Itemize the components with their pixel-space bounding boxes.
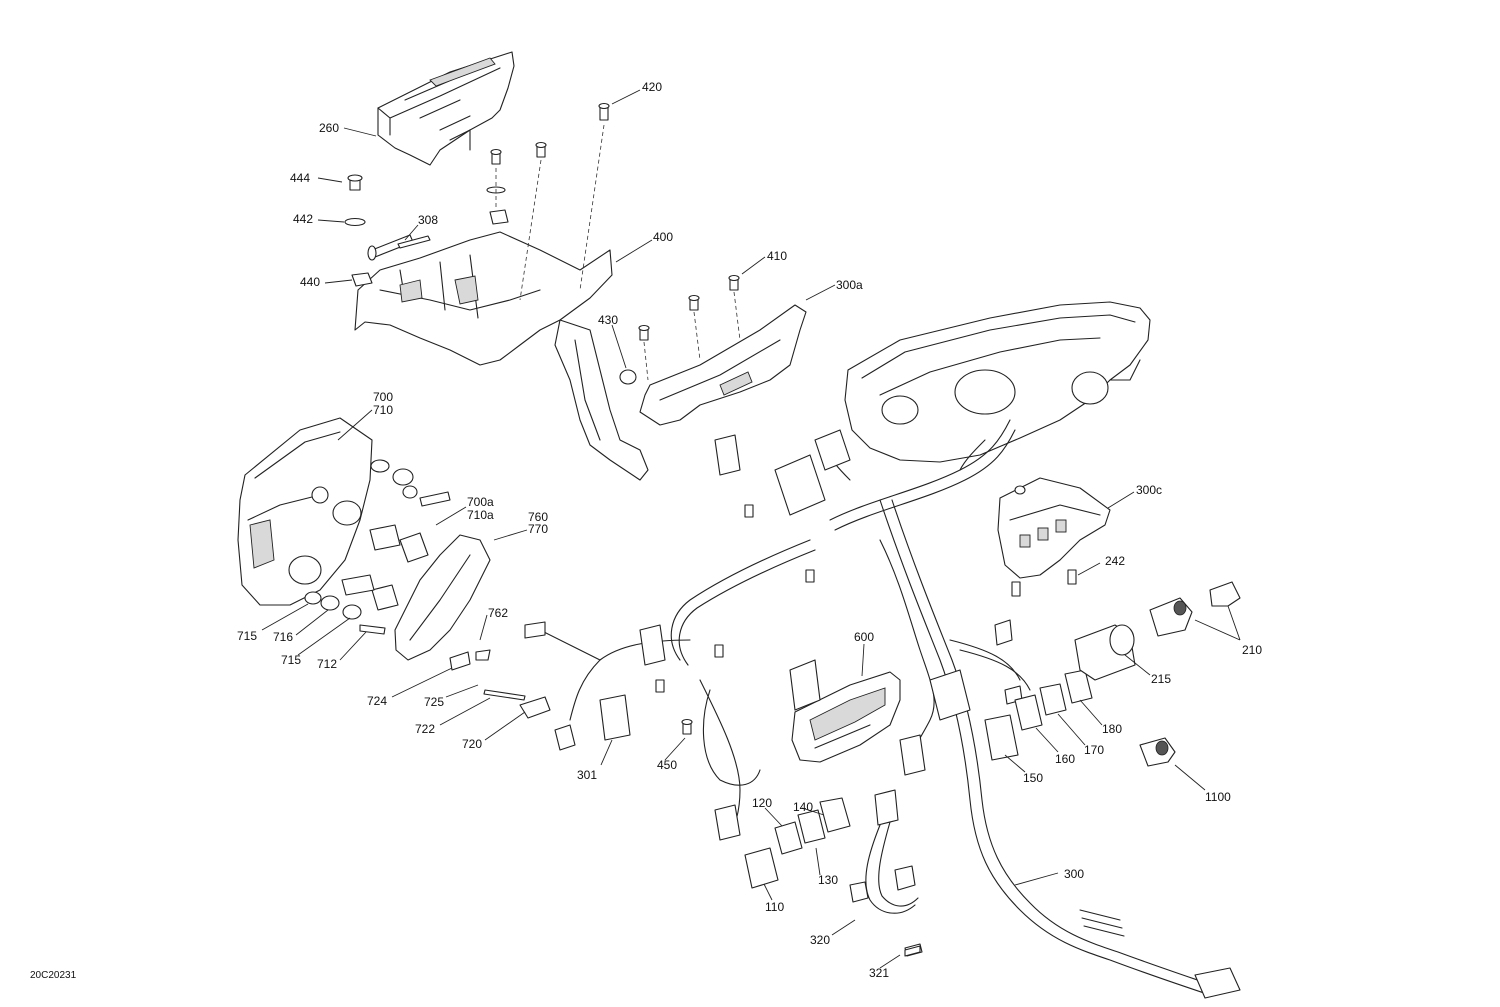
part-400-bracket	[354, 231, 649, 481]
callout-410: 410	[767, 249, 787, 263]
part-300-wiring-harness	[524, 419, 1241, 999]
callout-724: 724	[367, 694, 387, 708]
callout-442: 442	[293, 212, 313, 226]
callout-715-upper: 715	[237, 629, 257, 643]
callout-320: 320	[810, 933, 830, 947]
callout-150: 150	[1023, 771, 1043, 785]
hardware-screws-top	[486, 102, 610, 301]
callout-762: 762	[488, 606, 508, 620]
callout-260: 260	[319, 121, 339, 135]
callout-labels: 420 260 444 442 308 440 400 410 300a 430…	[30, 80, 1262, 981]
callout-715-lower: 715	[281, 653, 301, 667]
callout-420: 420	[642, 80, 662, 94]
callout-722: 722	[415, 722, 435, 736]
callout-130: 130	[818, 873, 838, 887]
part-300a-bracket	[619, 274, 807, 426]
callout-700a: 700a	[467, 495, 494, 509]
callout-400: 400	[653, 230, 673, 244]
callout-760: 760	[528, 510, 548, 524]
parts-210-215-1100	[1074, 581, 1241, 767]
callout-440: 440	[300, 275, 320, 289]
callout-120: 120	[752, 796, 772, 810]
part-frame-top	[844, 301, 1151, 463]
part-700-headlight	[237, 417, 451, 606]
callout-210: 210	[1242, 643, 1262, 657]
callout-215: 215	[1151, 672, 1171, 686]
callout-716: 716	[273, 630, 293, 644]
callout-430: 430	[598, 313, 618, 327]
callout-110: 110	[765, 900, 784, 914]
callout-710: 710	[373, 403, 393, 417]
callout-1100: 1100	[1205, 790, 1231, 804]
callout-300a: 300a	[836, 278, 863, 292]
callout-300c: 300c	[1136, 483, 1162, 497]
callout-700: 700	[373, 390, 393, 404]
connectors-110-180	[714, 669, 1093, 957]
callout-450: 450	[657, 758, 677, 772]
callout-180: 180	[1102, 722, 1122, 736]
callout-160: 160	[1055, 752, 1075, 766]
part-300c-relay-block	[997, 477, 1111, 597]
callout-308: 308	[418, 213, 438, 227]
callout-321: 321	[869, 966, 889, 980]
callout-600: 600	[854, 630, 874, 644]
callout-725: 725	[424, 695, 444, 709]
part-760-bracket	[304, 524, 551, 719]
callout-444: 444	[290, 171, 310, 185]
leader-lines	[261, 89, 1241, 969]
callout-242: 242	[1105, 554, 1125, 568]
callout-720: 720	[462, 737, 482, 751]
figure-code: 20C20231	[30, 970, 77, 981]
callout-170: 170	[1084, 743, 1104, 757]
part-600-cluster	[789, 659, 901, 763]
callout-140: 140	[793, 800, 813, 814]
callout-710a: 710a	[467, 508, 494, 522]
hardware-450-321	[655, 504, 921, 957]
callout-770: 770	[528, 522, 548, 536]
callout-712: 712	[317, 657, 337, 671]
callout-301: 301	[577, 768, 597, 782]
part-260-cover	[377, 51, 515, 166]
callout-300: 300	[1064, 867, 1084, 881]
hardware-444-442-440-308	[344, 174, 431, 287]
